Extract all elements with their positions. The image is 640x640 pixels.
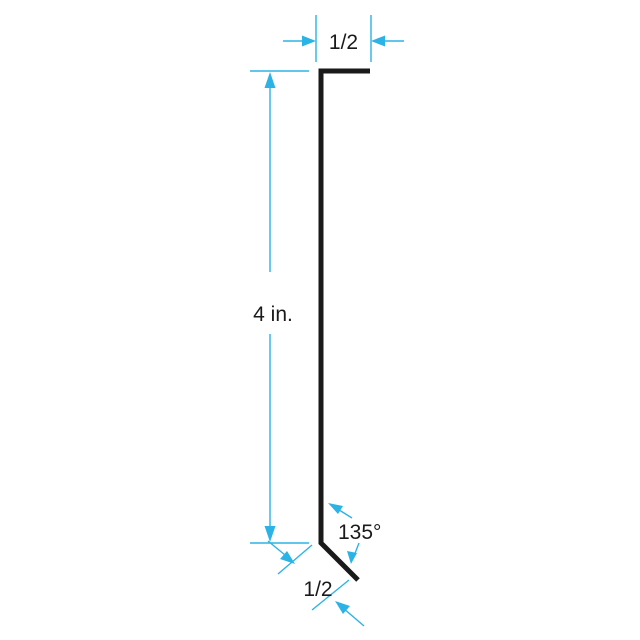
top-flange-label: 1/2: [329, 31, 358, 54]
height-label: 4 in.: [253, 303, 293, 326]
height-arrow-down: [264, 526, 276, 542]
bottom-extension-line-left: [277, 544, 313, 575]
height-arrow-up: [264, 72, 276, 88]
top-arrow-right-pointing: [302, 35, 316, 47]
angle-arrow-lower: [347, 551, 357, 564]
top-arrow-left-pointing: [371, 35, 385, 47]
bottom-arrow-upper: [280, 551, 295, 564]
bottom-flange-label: 1/2: [303, 578, 332, 601]
bottom-dim-line-upper: [267, 540, 286, 556]
angle-arrow-upper: [328, 503, 343, 514]
bottom-dim-line-lower: [342, 607, 365, 627]
bottom-arrow-lower: [335, 601, 350, 614]
angle-label: 135°: [338, 521, 381, 544]
metal-profile: [318, 68, 370, 582]
bottom-extension-line-right: [311, 579, 350, 611]
